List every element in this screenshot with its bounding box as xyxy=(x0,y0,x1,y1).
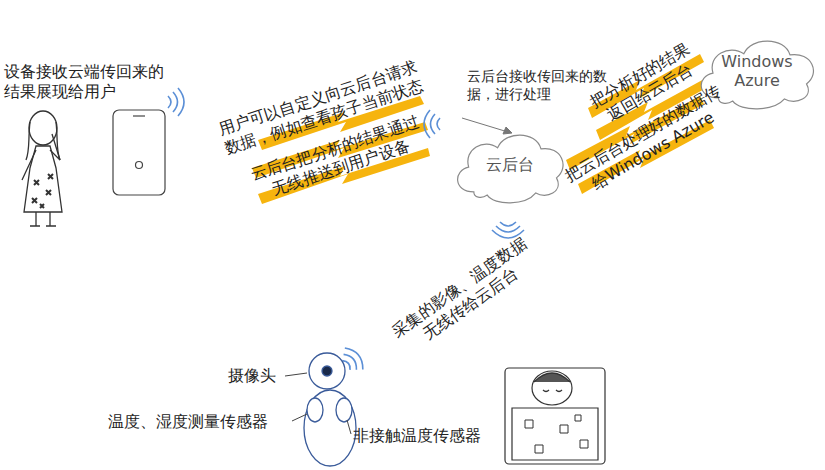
baby-head xyxy=(532,371,572,405)
hair xyxy=(534,373,570,382)
eyes xyxy=(543,390,562,392)
cloud-shape xyxy=(458,135,563,203)
phone-body xyxy=(113,110,165,195)
leader-line xyxy=(462,118,508,132)
node-text-group: 云后台 xyxy=(486,155,534,174)
annotation-label: 温度、湿度测量传感器 xyxy=(108,412,294,432)
bed xyxy=(505,368,605,464)
blanket xyxy=(512,408,598,460)
node-label: 云后台 xyxy=(486,155,534,174)
left-sensor xyxy=(307,398,323,422)
robot-body xyxy=(304,390,356,466)
arrowhead xyxy=(503,127,512,134)
head xyxy=(29,111,57,145)
part-leaders xyxy=(285,373,351,434)
phone-speaker xyxy=(133,115,145,116)
node-text-group: Windows Azure xyxy=(713,52,801,90)
annotation-label: 采集的影像、温度数据无线传给云后台 xyxy=(388,234,542,359)
cloud-node: 云后台 xyxy=(448,122,572,208)
annotation-label: 摄像头 xyxy=(228,366,288,386)
robot-head xyxy=(309,353,345,389)
wifi xyxy=(168,88,184,116)
phone xyxy=(113,110,165,195)
sleeping-baby xyxy=(505,368,605,464)
blanket-pattern xyxy=(525,415,588,453)
right-sensor xyxy=(336,398,352,422)
leader-line xyxy=(347,420,351,434)
phone-button xyxy=(136,162,143,169)
wifi xyxy=(424,110,440,138)
leader-line xyxy=(292,414,307,421)
robot-monitor xyxy=(304,353,356,466)
node-label: Windows Azure xyxy=(713,52,801,90)
leader-line xyxy=(285,373,307,376)
woman-figure xyxy=(22,111,62,226)
dress-pattern xyxy=(32,174,53,208)
leader-arrow xyxy=(462,118,512,134)
annotation-label: 设备接收云端传回来的结果展现给用户 xyxy=(4,62,166,102)
annotation-label: 非接触温度传感器 xyxy=(353,426,503,446)
camera xyxy=(322,366,332,376)
arms xyxy=(22,134,60,180)
legs xyxy=(30,212,56,226)
